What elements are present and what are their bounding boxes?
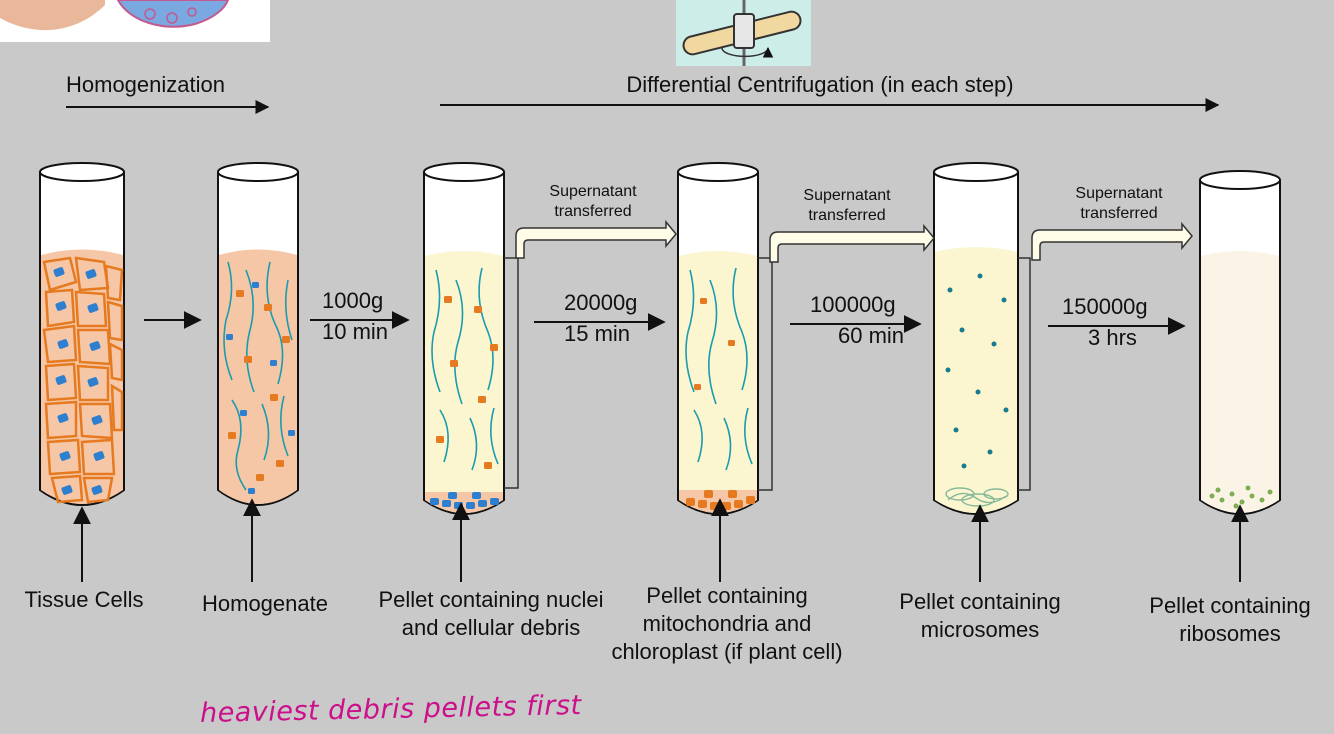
tube-homogenate [217,162,299,506]
tissue-illustration-icon [0,0,270,42]
tube-mitochondria-pellet [677,162,759,515]
step-1-conditions: 1000g 10 min [322,286,422,348]
supernatant-label-3: Supernatant transferred [1075,185,1163,222]
step-arrows [144,311,1186,335]
step-4-speed: 150000g [1062,294,1148,319]
supernatant-brackets [504,257,1031,491]
caption-microsomes-pellet: Pellet containing microsomes [899,589,1061,643]
tube-ribosomes-pellet [1199,170,1281,515]
caption-ribosomes-pellet: Pellet containing ribosomes [1149,593,1311,647]
caption-nuclei-pellet: Pellet containing nuclei and cellular de… [378,587,604,641]
caption-homogenate: Homogenate [202,591,328,616]
step-1-time: 10 min [322,318,389,344]
homogenization-title: Homogenization [66,72,225,97]
tube-microsomes-pellet [933,162,1019,515]
caption-mitochondria-pellet: Pellet containing mitochondria and chlor… [611,583,843,665]
step-2-speed: 20000g [564,290,638,315]
supernatant-label-1: Supernatant transferred [549,183,637,220]
caption-tissue-cells: Tissue Cells [24,587,144,612]
supernatant-transfer-arrows [515,219,1193,263]
step-4-time: 3 hrs [1088,324,1137,350]
step-4-conditions: 150000g 3 hrs [1062,292,1182,354]
step-3-conditions: 100000g 60 min [810,290,930,352]
step-2-time: 15 min [564,320,631,346]
step-3-speed: 100000g [810,292,896,317]
supernatant-label-2: Supernatant transferred [803,187,891,224]
pellet-pointer-arrows [73,498,1249,582]
step-1-speed: 1000g [322,288,384,313]
centrifugation-title: Differential Centrifugation (in each ste… [626,72,1014,97]
centrifuge-rotor-icon [676,0,811,66]
tube-tissue-cells [39,162,125,506]
tube-nuclei-pellet [423,162,505,515]
step-2-conditions: 20000g 15 min [564,288,674,350]
step-3-time: 60 min [838,322,905,348]
